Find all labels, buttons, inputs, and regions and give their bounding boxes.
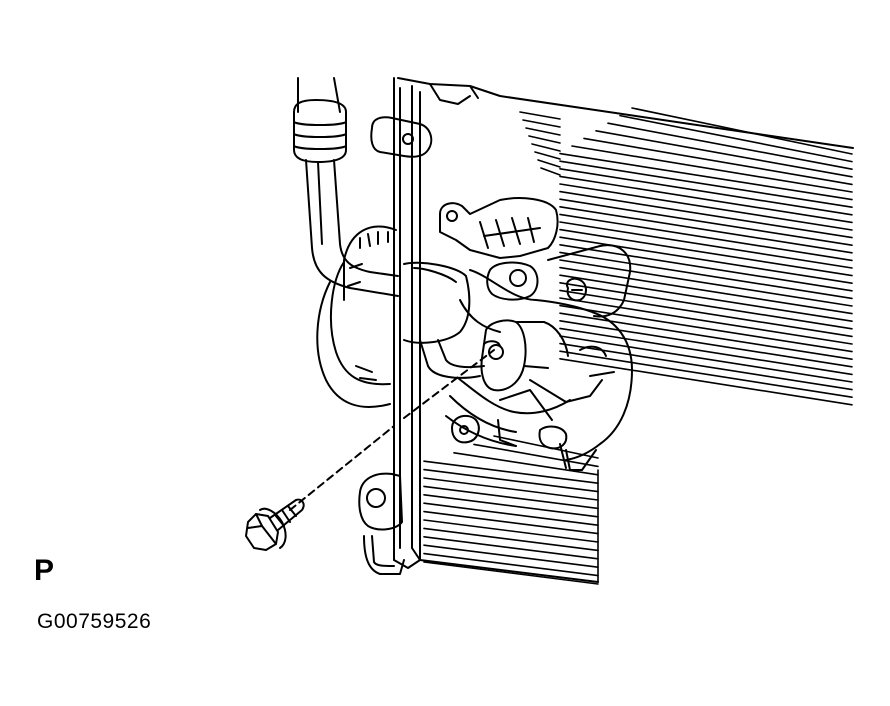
condenser-fin [532,144,560,151]
condenser-fin [560,351,852,397]
condenser-fin [424,503,598,525]
condenser-fin [560,245,852,291]
lower-bracket-icon [359,474,404,574]
compressor-pulley [317,227,396,407]
condenser-fin [424,478,598,500]
condenser-fin [424,512,598,534]
condenser-side-tank [394,78,598,582]
compressor-mount-hole [484,341,500,346]
condenser-fin [535,152,560,159]
condenser-fin [541,168,560,175]
condenser-top-edge [398,78,853,148]
discharge-hose-icon [294,78,398,296]
condenser-fin [424,545,598,567]
condenser-fin [424,528,598,550]
bolt-leader-dashed-line [290,350,494,510]
condenser-fin [560,336,852,382]
condenser-fin [560,230,852,276]
condenser-fin [560,275,852,321]
condenser-fin [560,321,852,367]
condenser-fin [424,486,598,508]
condenser-fin [572,146,852,192]
condenser-fin [560,169,852,215]
condenser-fin [560,306,852,352]
condenser-fin [620,116,852,162]
condenser-fin [560,154,852,200]
condenser-fin [560,192,852,238]
hose-fitting [404,263,484,378]
condenser-fin [560,290,852,336]
condenser-fin [560,199,852,245]
condenser-fin [526,128,560,135]
bolt-icon [246,500,304,550]
condenser-fin [424,537,598,559]
condenser-fin [454,453,598,475]
condenser-icon [520,108,852,405]
condenser-fin [474,444,598,466]
condenser-fin [560,359,852,405]
condenser-fin [560,222,852,268]
condenser-fin [560,207,852,253]
condenser-fin [424,554,598,576]
condenser-fin [560,298,852,344]
condenser-fin [560,161,852,207]
condenser-fin [529,136,560,143]
condenser-fin [560,237,852,283]
figure-code: G00759526 [37,610,152,633]
condenser-fin [560,252,852,298]
condenser-fin [560,344,852,390]
condenser-fin [424,520,598,542]
condenser-fin [424,461,598,483]
condenser-fin [584,138,852,184]
condenser-fin [560,283,852,329]
condenser-fin [560,214,852,260]
bracket-icon [371,117,431,156]
condenser-fin [560,268,852,314]
condenser-fin [424,470,598,492]
condenser-fin [560,184,852,230]
ac-compressor-icon [440,198,632,470]
condenser-fin [538,160,560,167]
condenser-fin [608,123,852,169]
condenser-fin [560,176,852,222]
condenser-fin [424,495,598,517]
condenser-fin [596,131,852,177]
panel-letter: P [34,554,55,587]
condenser-fin [424,562,598,584]
condenser-fin [523,120,560,127]
condenser-fin [560,260,852,306]
condenser-fin [520,112,560,119]
condenser-fin [560,328,852,374]
